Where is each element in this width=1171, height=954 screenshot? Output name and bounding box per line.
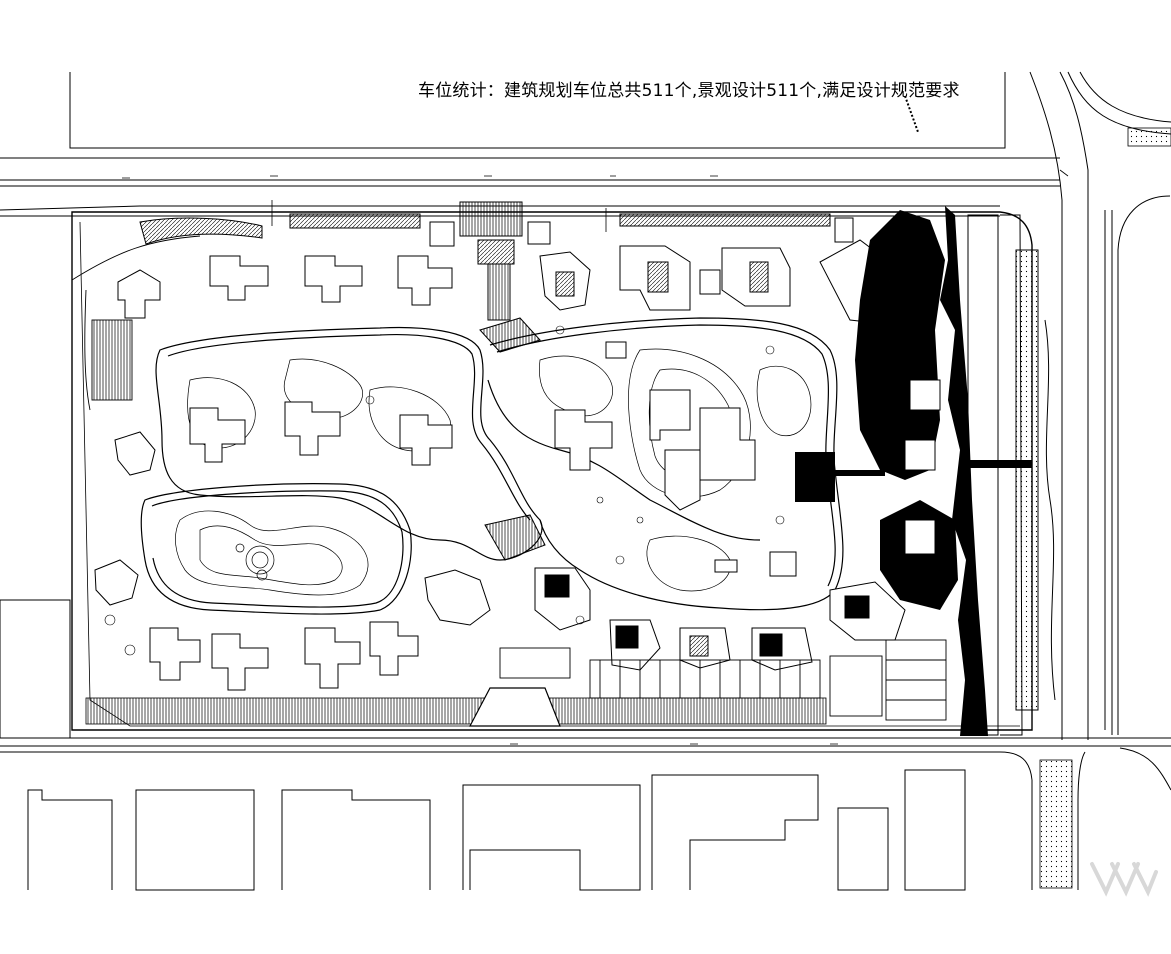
east-promenade bbox=[967, 214, 1056, 736]
tree-symbols bbox=[104, 325, 785, 656]
south-villas bbox=[534, 567, 906, 671]
north-hedges bbox=[139, 213, 854, 245]
south-entrance-gate bbox=[469, 687, 561, 727]
residential-buildings bbox=[94, 255, 797, 691]
watermark-logo bbox=[1090, 862, 1158, 897]
landscape-garden-east bbox=[539, 348, 812, 592]
se-planting-strip bbox=[1039, 759, 1073, 889]
ne-survey-line bbox=[904, 95, 919, 133]
south-frontage-strip bbox=[85, 697, 827, 725]
west-parcel bbox=[0, 599, 71, 739]
neighbour-buildings-south bbox=[27, 769, 966, 891]
south-road-lines bbox=[0, 737, 1171, 890]
road-marks bbox=[122, 169, 1069, 745]
west-parking-lot bbox=[71, 235, 201, 411]
parking-statistics-note: 车位统计：建筑规划车位总共511个,景观设计511个,满足设计规范要求 bbox=[418, 81, 960, 101]
central-gate-hatched bbox=[479, 317, 546, 561]
north-entrance-plaza bbox=[429, 201, 551, 321]
east-road-lines bbox=[1029, 71, 1171, 740]
ne-planting-strip bbox=[1127, 127, 1171, 147]
east-water-feature bbox=[795, 206, 1032, 736]
north-villas bbox=[539, 239, 916, 326]
landscape-garden-west bbox=[175, 358, 451, 596]
